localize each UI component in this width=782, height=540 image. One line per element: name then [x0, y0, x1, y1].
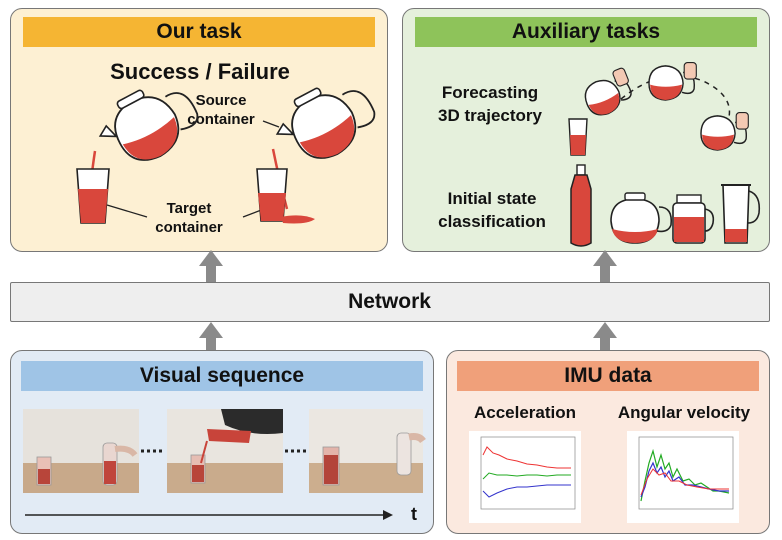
glass-right-icon — [256, 168, 288, 222]
small-glass-icon — [568, 118, 588, 156]
network-label: Network — [348, 290, 431, 313]
auxiliary-tasks-banner: Auxiliary tasks — [415, 17, 757, 47]
initial-state-label: Initial state classification — [438, 189, 546, 231]
acceleration-series-blue — [482, 484, 571, 498]
source-leader-right — [262, 120, 280, 128]
imu-plots — [469, 431, 739, 523]
forecasting-label: Forecasting 3D trajectory — [438, 83, 542, 125]
imu-panel: IMU data Acceleration Angular velocity — [446, 350, 770, 534]
trajectory-kettle-3-icon — [700, 112, 749, 151]
arrow-network-to-aux — [593, 250, 617, 282]
jar-icon — [672, 194, 715, 244]
our-task-panel: Our task Success / Failure Source contai… — [10, 8, 388, 252]
angular-velocity-label: Angular velocity — [617, 403, 751, 422]
time-axis-arrowhead — [383, 510, 393, 520]
trajectory-kettle-1-icon — [584, 67, 632, 116]
target-container-label: Target container — [155, 200, 223, 236]
arrow-imu-to-network — [593, 322, 617, 352]
pitcher-icon — [721, 184, 761, 244]
visual-frames — [23, 409, 426, 520]
video-frame-2 — [167, 409, 283, 493]
spill-puddle — [281, 215, 315, 224]
acceleration-series-red — [482, 446, 571, 469]
target-leader-left — [106, 204, 148, 218]
kettle-left-icon — [98, 89, 199, 161]
angular-series-green — [640, 448, 730, 502]
imu-banner: IMU data — [457, 361, 759, 391]
arrow-network-to-our-task — [199, 250, 223, 282]
angular-series-red — [640, 468, 729, 496]
our-task-banner: Our task — [23, 17, 375, 47]
our-task-illustration — [76, 87, 376, 224]
kettle-right-icon — [275, 87, 376, 159]
acceleration-plot — [469, 431, 581, 523]
angular-velocity-plot — [627, 431, 739, 523]
glass-left-icon — [76, 168, 110, 224]
arrow-visual-to-network — [199, 322, 223, 352]
visual-sequence-banner: Visual sequence — [21, 361, 423, 391]
trajectory-kettle-2-icon — [648, 62, 697, 101]
time-label: t — [411, 504, 417, 524]
network-bar: Network — [10, 282, 770, 322]
video-frame-1 — [23, 409, 139, 493]
acceleration-label: Acceleration — [473, 403, 577, 422]
auxiliary-illustration — [568, 62, 761, 247]
success-failure-title: Success / Failure — [110, 59, 290, 84]
video-frame-3 — [309, 409, 426, 493]
source-container-label: Source container — [187, 92, 255, 128]
kettle-state-icon — [610, 192, 673, 244]
acceleration-series-green — [482, 472, 571, 480]
auxiliary-tasks-panel: Auxiliary tasks Forecasting 3D trajector… — [402, 8, 770, 252]
visual-sequence-panel: Visual sequence — [10, 350, 434, 534]
trajectory-arc — [620, 75, 731, 118]
bottle-icon — [570, 164, 592, 247]
